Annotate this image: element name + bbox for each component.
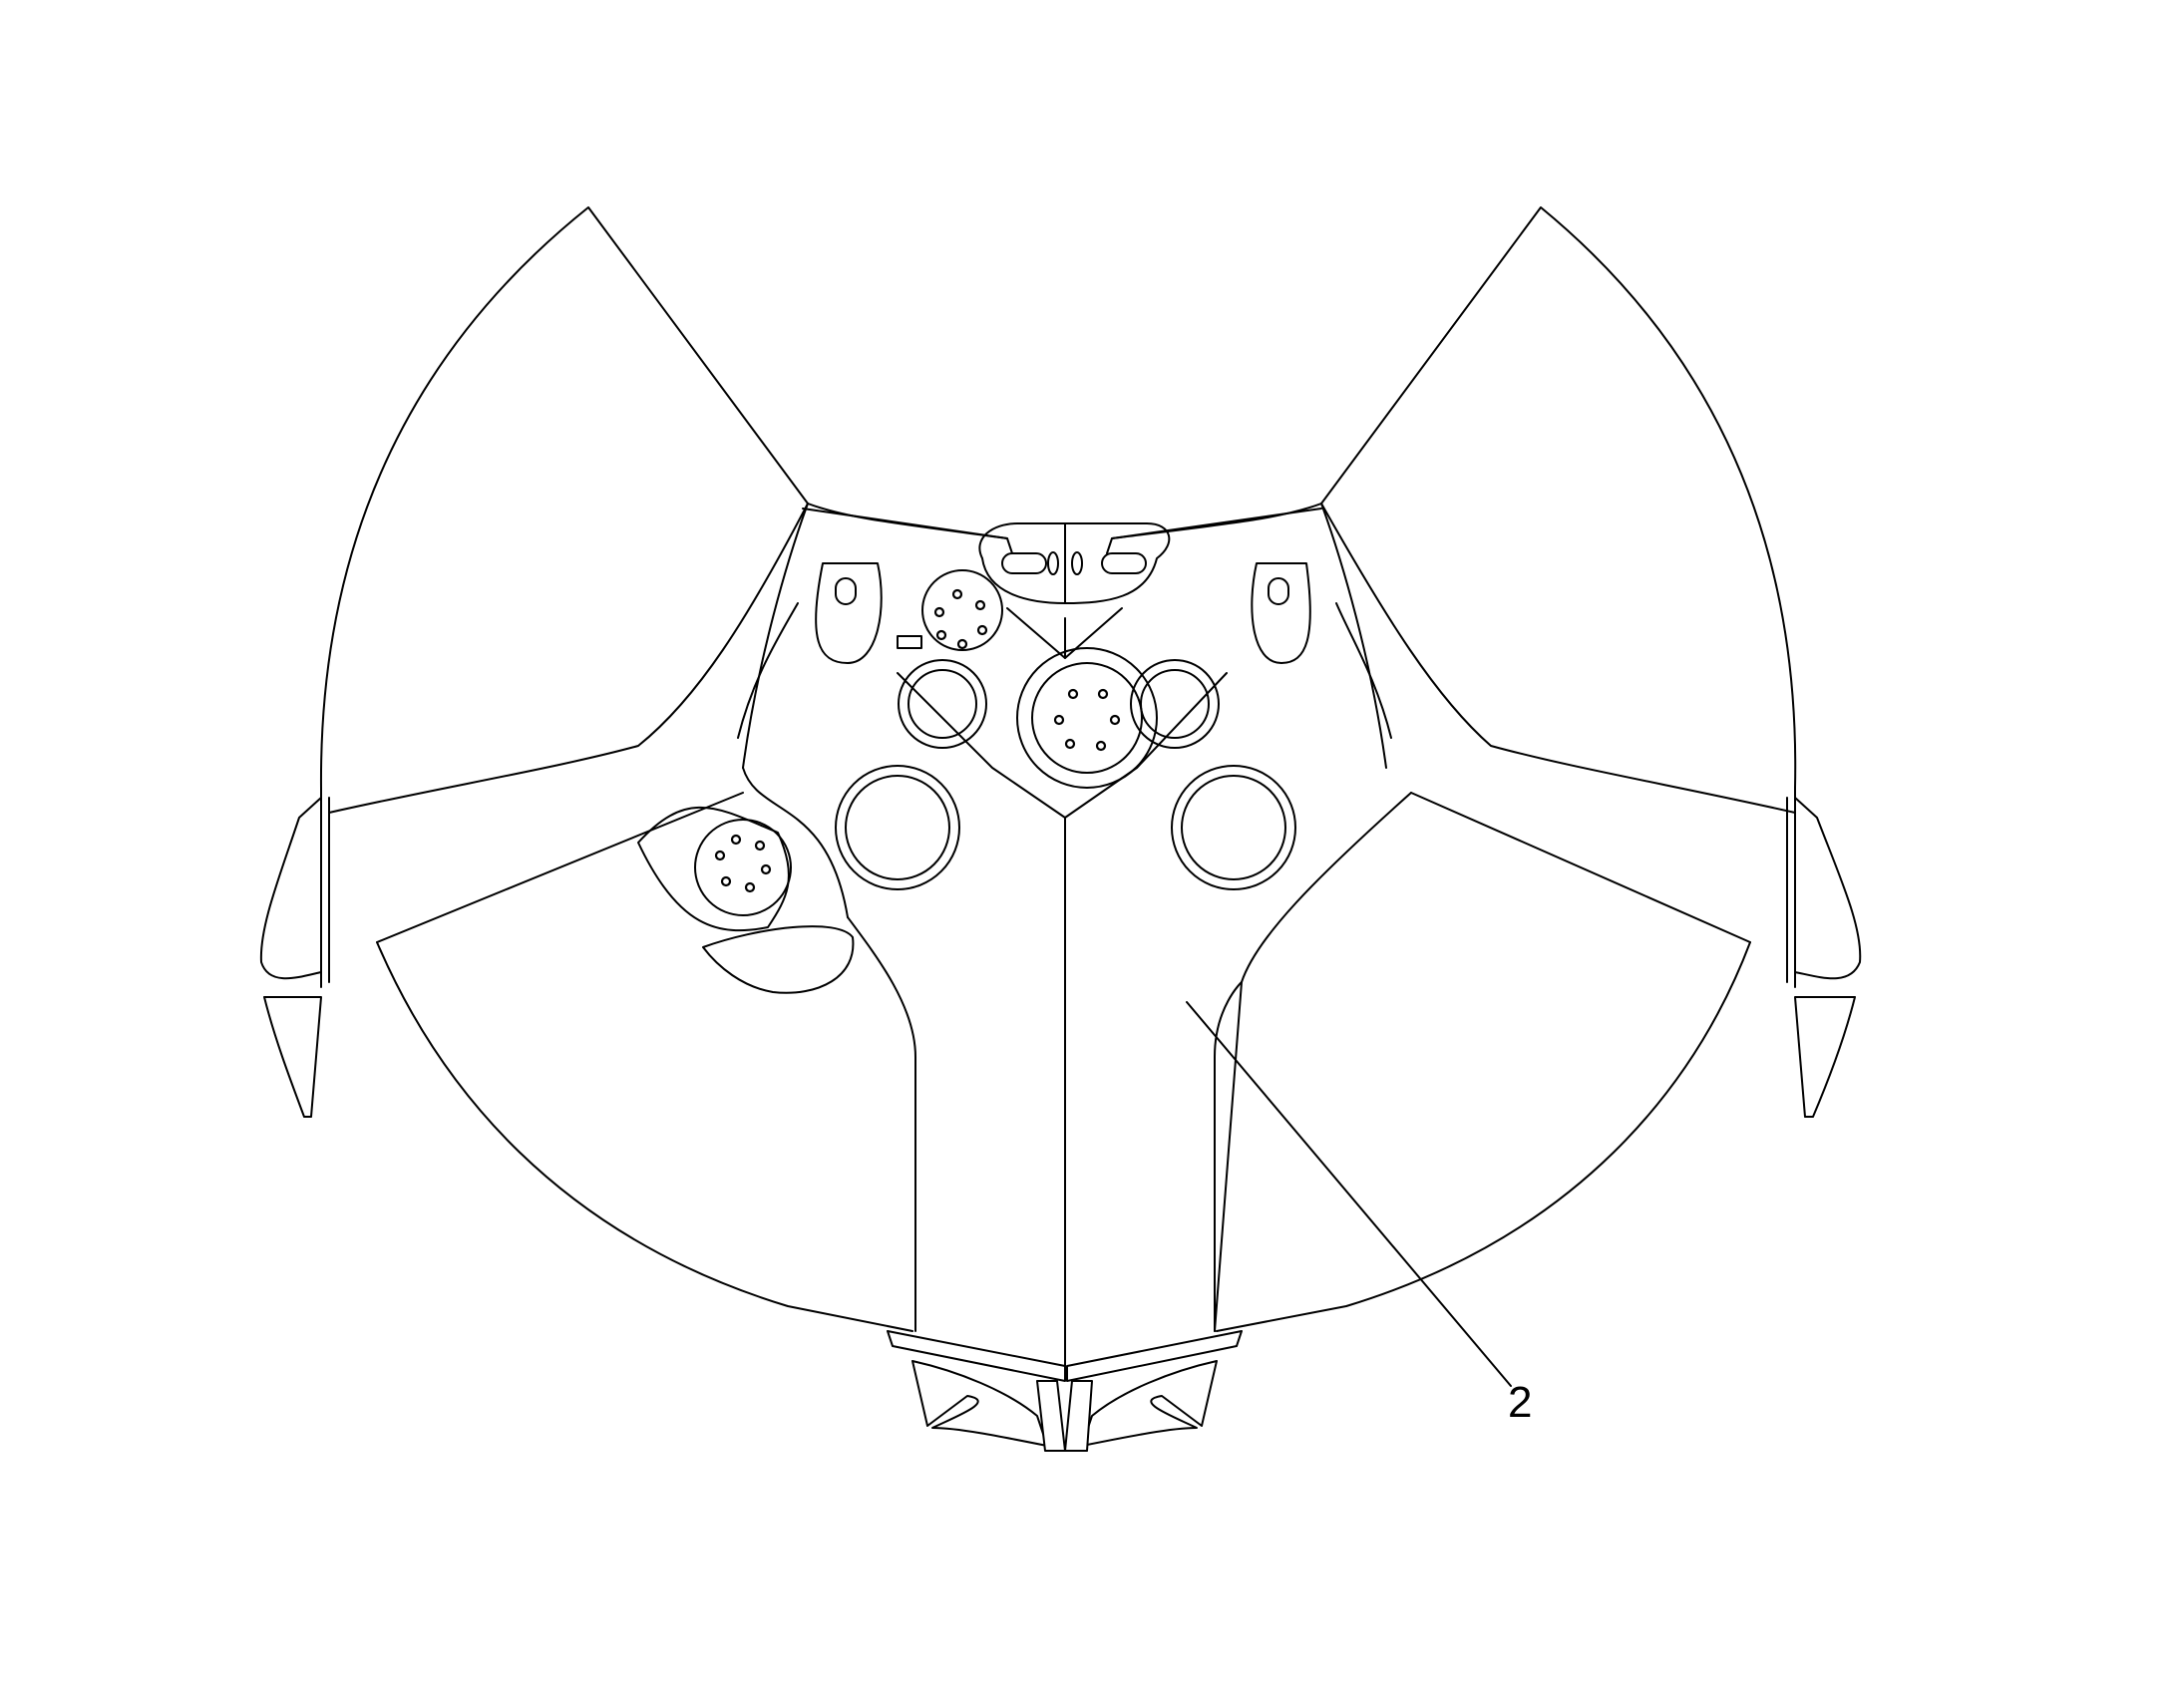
bottom-teeth (887, 1330, 1243, 1452)
top-bracket (978, 522, 1171, 604)
lower-bowl (376, 792, 1751, 1332)
bearings (694, 569, 1296, 916)
callout-leader-2 (1186, 1001, 1512, 1387)
lugs (737, 562, 1392, 739)
side-tooth-left (259, 797, 330, 1118)
left-shell (319, 206, 1008, 988)
right-shell (1111, 206, 1797, 988)
bolt-pattern-top (933, 588, 988, 650)
central-body (742, 508, 1322, 1372)
bolt-pattern-center (1053, 688, 1121, 752)
bolt-pattern-left (714, 834, 772, 893)
side-tooth-right (1786, 797, 1862, 1118)
left-gusset (637, 807, 855, 994)
callout-label-2: 2 (1508, 1378, 1533, 1427)
